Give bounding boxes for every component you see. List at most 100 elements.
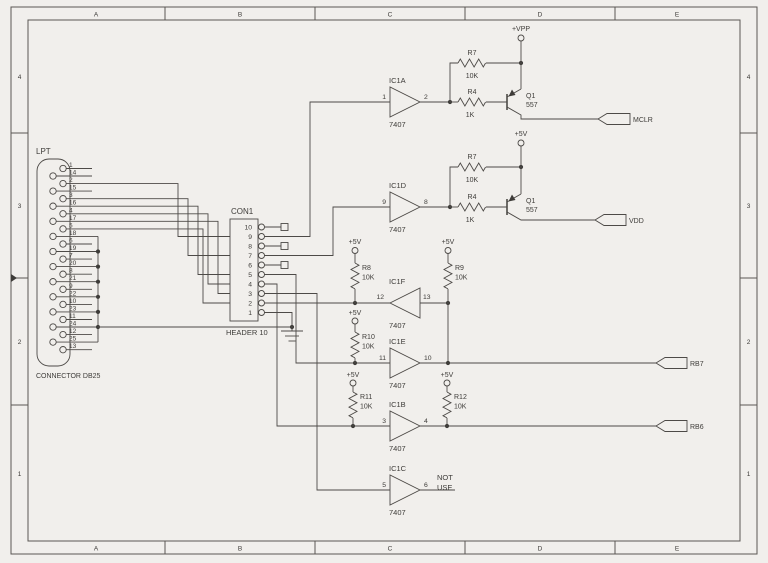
buffer-triangle	[389, 410, 422, 442]
lpt-pin-circle	[59, 300, 67, 309]
lpt-pin-label: 24	[69, 321, 77, 328]
header-to-gate-wires	[264, 101, 390, 491]
wire	[264, 101, 390, 237]
resistor-r9	[443, 262, 453, 290]
lpt-pin-circle	[59, 225, 67, 233]
lpt-pin-label: 11	[69, 313, 76, 320]
transistor-collector	[506, 106, 598, 120]
v5-label: +5V	[349, 310, 362, 317]
lpt-pin-label: 8	[69, 268, 73, 275]
junction-dot	[444, 423, 450, 429]
gate-refdes: IC1F	[389, 277, 406, 286]
transistor-refdes: Q1	[526, 93, 535, 100]
power-symbol-circle	[517, 139, 525, 147]
border-col-label: A	[94, 546, 99, 553]
lpt-pin-circle	[49, 293, 57, 301]
pullup-r11: +5V R11 10K	[347, 372, 373, 426]
lpt-pin-circle	[59, 255, 67, 263]
gate-ic1c: IC1C 7407 5 6 NOT USE	[382, 464, 455, 517]
v5-label: +5V	[347, 372, 360, 379]
gate-refdes: IC1A	[389, 76, 406, 85]
lpt-pin-circle	[59, 164, 67, 173]
power-symbol-circle	[444, 247, 452, 254]
resistor-ref: R10	[362, 334, 375, 341]
lpt-pin-label: 6	[69, 238, 73, 245]
wire	[66, 228, 230, 304]
gate-pin-out: 8	[424, 199, 428, 206]
lpt-pin-circle	[59, 240, 67, 248]
lpt-pin-circle	[59, 346, 67, 354]
con1-pin-label: 4	[248, 282, 252, 289]
resistor-val: 1K	[466, 112, 475, 119]
mclr-driver-stage: R7 10K +VPP R4 1K Q1 557	[420, 26, 598, 120]
resistor-val: 10K	[362, 275, 375, 282]
gate-pin-in: 11	[379, 355, 386, 362]
power-symbol-circle	[351, 317, 359, 325]
gate-pin-in: 13	[423, 294, 431, 301]
lpt-pin-circle	[49, 232, 57, 241]
gate-ic1f: IC1F 7407 12 13	[352, 277, 451, 330]
junction-dot	[95, 294, 101, 299]
resistor-r7b	[457, 162, 486, 172]
port-tag-shape	[655, 357, 688, 369]
gate-pin-in: 3	[382, 418, 386, 425]
lpt-pin-circle	[59, 270, 67, 278]
lpt-pin-label: 9	[69, 283, 73, 290]
resistor-r11	[348, 391, 358, 419]
resistor-ref: R12	[454, 394, 467, 401]
lpt-pin-label: 15	[69, 185, 77, 192]
border-row-label: 3	[18, 203, 22, 210]
gate-pin-in: 5	[382, 482, 386, 489]
pullup-r12: +5V R12 10K	[441, 372, 467, 426]
gate-part: 7407	[389, 120, 406, 129]
pullup-r10: +5V R10 10K	[349, 310, 375, 363]
lpt-pin-circle	[49, 202, 57, 210]
v5-label: +5V	[441, 372, 454, 379]
pullup-r8: +5V R8 10K	[349, 239, 375, 303]
gate-pin-out: 12	[376, 294, 384, 301]
power-symbol-circle	[349, 379, 357, 387]
gate-pin-out: 4	[424, 418, 428, 425]
lpt-caption: CONNECTOR DB25	[36, 373, 101, 380]
v5-label: +5V	[442, 239, 455, 246]
port-tag-rb6: RB6	[655, 420, 704, 432]
gate-pin-out: 2	[424, 94, 428, 101]
port-tag-label: MCLR	[633, 117, 653, 124]
vdd-driver-stage: R7 10K +5V R4 1K Q1 557	[420, 131, 595, 224]
con1-body	[229, 218, 259, 322]
wire	[66, 198, 230, 256]
lpt-pin-circle	[59, 179, 67, 188]
gate-part: 7407	[389, 225, 406, 234]
lpt-pin-label: 20	[69, 260, 77, 267]
resistor-r10	[350, 331, 360, 359]
lpt-pin-label: 2	[69, 177, 73, 184]
lpt-pin-label: 1	[69, 162, 73, 169]
gate-refdes: IC1E	[389, 337, 406, 346]
gate-ic1d: IC1D 7407 9 8	[382, 181, 428, 234]
lpt-pin-label: 4	[69, 207, 73, 214]
port-tag-shape	[594, 214, 627, 226]
border-col-label: D	[538, 12, 543, 19]
power-symbol-circle	[443, 379, 451, 387]
resistor-ref: R4	[468, 89, 477, 96]
resistor-r12	[442, 391, 452, 419]
wire	[66, 213, 230, 285]
border-col-label: E	[675, 12, 680, 19]
vpp-label: +VPP	[512, 26, 530, 33]
junction-dot	[95, 264, 101, 269]
con1-pin-label: 7	[248, 253, 252, 260]
resistor-ref: R4	[468, 194, 477, 201]
not-use-note: NOT	[437, 473, 453, 482]
lpt-pin-circle	[49, 323, 57, 331]
resistor-val: 1K	[466, 217, 475, 224]
con1-pin-circle	[258, 280, 265, 288]
transistor-part: 557	[526, 102, 538, 109]
buffer-triangle	[389, 347, 422, 379]
lpt-pin-label: 10	[69, 298, 77, 305]
lpt-pin-circle	[49, 278, 57, 286]
no-connect-square	[280, 261, 289, 269]
lpt-pin-label: 23	[69, 305, 77, 312]
pnp-arrow	[508, 194, 516, 202]
con1-pin-label: 6	[248, 263, 252, 270]
